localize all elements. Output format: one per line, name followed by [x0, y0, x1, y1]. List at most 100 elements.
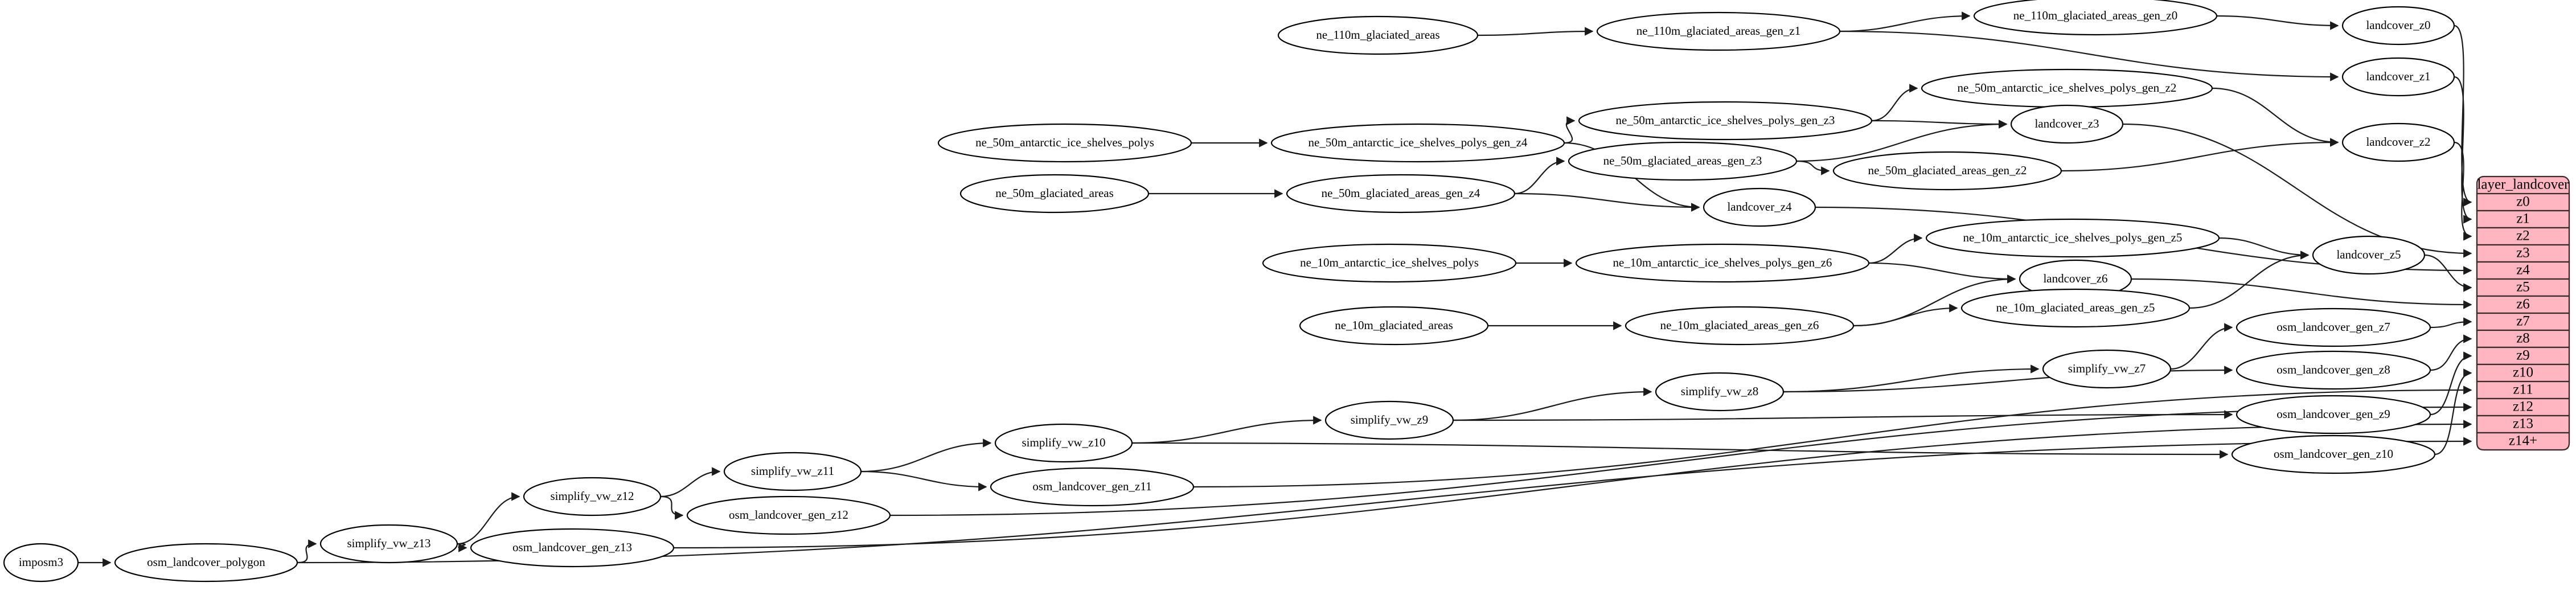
node-shape: [2231, 434, 2436, 474]
edge-simplify_vw_z11--osm_landcover_gen_z11: [860, 470, 987, 491]
node-ne_10m_glaciated_areas_gen_z6[interactable]: ne_10m_glaciated_areas_gen_z6: [1625, 306, 1855, 346]
node-label: ne_50m_antarctic_ice_shelves_polys_gen_z…: [1308, 136, 1528, 149]
node-landcover_z6[interactable]: landcover_z6: [2019, 259, 2132, 299]
node-simplify_vw_z7[interactable]: simplify_vw_z7: [2042, 349, 2172, 389]
node-osm_landcover_polygon[interactable]: osm_landcover_polygon: [114, 543, 298, 583]
node-shape: [2341, 122, 2455, 162]
node-shape: [959, 174, 1150, 214]
edge-osm_landcover_gen_z12--layer_landcover:z12: [889, 403, 2472, 516]
node-ne_110m_glaciated_areas_gen_z0[interactable]: ne_110m_glaciated_areas_gen_z0: [1973, 0, 2218, 36]
node-ne_50m_antarctic_ice_shelves_polys_gen_z4[interactable]: ne_50m_antarctic_ice_shelves_polys_gen_z…: [1270, 123, 1565, 163]
node-landcover_z4[interactable]: landcover_z4: [1703, 187, 1816, 227]
node-osm_landcover_gen_z11[interactable]: osm_landcover_gen_z11: [990, 467, 1195, 507]
node-label: ne_50m_glaciated_areas_gen_z3: [1603, 154, 1762, 167]
node-osm_landcover_gen_z13[interactable]: osm_landcover_gen_z13: [470, 528, 675, 568]
node-landcover_z1[interactable]: landcover_z1: [2341, 57, 2455, 97]
node-label: osm_landcover_gen_z7: [2276, 320, 2390, 334]
edge-osm_landcover_polygon--layer_landcover:z14+: [297, 437, 2472, 564]
edge-ne_50m_antarctic_ice_shelves_polys_gen_z3--landcover_z3: [1871, 120, 2008, 129]
node-osm_landcover_gen_z10[interactable]: osm_landcover_gen_z10: [2231, 434, 2436, 474]
edge-ne_50m_glaciated_areas_gen_z3--landcover_z3: [1796, 120, 2008, 162]
table-row-label-z6: z6: [2516, 297, 2530, 312]
node-ne_50m_antarctic_ice_shelves_polys_gen_z3[interactable]: ne_50m_antarctic_ice_shelves_polys_gen_z…: [1578, 101, 1873, 141]
table-row-label-z12: z12: [2513, 399, 2533, 415]
edge-layer: [78, 11, 2472, 567]
node-shape: [1832, 151, 2062, 191]
node-label: ne_50m_antarctic_ice_shelves_polys_gen_z…: [1616, 113, 1835, 127]
edge-osm_landcover_polygon--simplify_vw_z13: [297, 539, 317, 564]
node-ne_50m_glaciated_areas[interactable]: ne_50m_glaciated_areas: [959, 174, 1150, 214]
node-simplify_vw_z9[interactable]: simplify_vw_z9: [1324, 400, 1454, 440]
edge-ne_10m_glaciated_areas_gen_z6--landcover_z6: [1853, 274, 2016, 327]
node-landcover_z5[interactable]: landcover_z5: [2312, 235, 2426, 275]
node-label: ne_10m_antarctic_ice_shelves_polys: [1300, 256, 1479, 269]
node-osm_landcover_gen_z7[interactable]: osm_landcover_gen_z7: [2235, 307, 2431, 347]
node-label: osm_landcover_gen_z13: [512, 540, 632, 554]
node-osm_landcover_gen_z8[interactable]: osm_landcover_gen_z8: [2235, 350, 2431, 390]
edge-ne_10m_antarctic_ice_shelves_polys_gen_z5--landcover_z5: [2218, 237, 2310, 260]
node-ne_10m_antarctic_ice_shelves_polys_gen_z5[interactable]: ne_10m_antarctic_ice_shelves_polys_gen_z…: [1925, 218, 2220, 258]
node-landcover_z3[interactable]: landcover_z3: [2010, 104, 2124, 144]
edge-osm_landcover_gen_z13--layer_landcover:z13: [673, 420, 2472, 549]
table-row-label-z11: z11: [2513, 382, 2533, 397]
table-row-z14+[interactable]: [2476, 432, 2570, 451]
node-shape: [470, 528, 675, 568]
edge-ne_10m_glaciated_areas_gen_z6--ne_10m_glaciated_areas_gen_z5: [1853, 304, 1958, 327]
node-shape: [1262, 243, 1517, 283]
edge-simplify_vw_z13--osm_landcover_gen_z13: [457, 543, 467, 552]
edge-osm_landcover_gen_z9--layer_landcover:z9: [2430, 351, 2472, 416]
node-ne_10m_antarctic_ice_shelves_polys_gen_z6[interactable]: ne_10m_antarctic_ice_shelves_polys_gen_z…: [1575, 243, 1870, 283]
node-label: ne_50m_antarctic_ice_shelves_polys: [975, 136, 1154, 149]
node-shape: [1596, 11, 1841, 51]
table-row-label-z14+: z14+: [2509, 433, 2537, 449]
table-title: layer_landcover: [2477, 177, 2569, 192]
node-shape: [2042, 349, 2172, 389]
node-shape: [686, 495, 891, 535]
node-ne_50m_glaciated_areas_gen_z2[interactable]: ne_50m_glaciated_areas_gen_z2: [1832, 151, 2062, 191]
node-label: osm_landcover_gen_z10: [2274, 447, 2393, 461]
edge-simplify_vw_z12--osm_landcover_gen_z12: [660, 495, 684, 520]
node-ne_50m_glaciated_areas_gen_z3[interactable]: ne_50m_glaciated_areas_gen_z3: [1568, 141, 1798, 181]
node-ne_10m_glaciated_areas_gen_z5[interactable]: ne_10m_glaciated_areas_gen_z5: [1960, 288, 2191, 328]
node-shape: [1960, 288, 2191, 328]
node-shape: [1703, 187, 1816, 227]
node-shape: [937, 123, 1192, 163]
edge-osm_landcover_gen_z11--layer_landcover:z11: [1193, 386, 2472, 488]
node-ne_50m_antarctic_ice_shelves_polys_gen_z2[interactable]: ne_50m_antarctic_ice_shelves_polys_gen_z…: [1921, 68, 2213, 108]
node-simplify_vw_z10[interactable]: simplify_vw_z10: [994, 423, 1133, 463]
node-label: ne_50m_glaciated_areas_gen_z2: [1868, 163, 2027, 177]
node-simplify_vw_z8[interactable]: simplify_vw_z8: [1655, 372, 1785, 412]
table-row-label-z0: z0: [2516, 194, 2530, 210]
node-ne_10m_glaciated_areas[interactable]: ne_10m_glaciated_areas: [1299, 306, 1489, 346]
node-ne_50m_glaciated_areas_gen_z4[interactable]: ne_50m_glaciated_areas_gen_z4: [1286, 174, 1516, 214]
node-landcover_z2[interactable]: landcover_z2: [2341, 122, 2455, 162]
node-shape: [319, 524, 458, 564]
node-shape: [2341, 6, 2455, 46]
node-shape: [1299, 306, 1489, 346]
node-shape: [1575, 243, 1870, 283]
node-shape: [1578, 101, 1873, 141]
node-shape: [2010, 104, 2124, 144]
node-osm_landcover_gen_z12[interactable]: osm_landcover_gen_z12: [686, 495, 891, 535]
edge-osm_landcover_gen_z8--layer_landcover:z8: [2430, 334, 2472, 371]
node-landcover_z0[interactable]: landcover_z0: [2341, 6, 2455, 46]
node-simplify_vw_z11[interactable]: simplify_vw_z11: [723, 452, 862, 491]
node-ne_110m_glaciated_areas_gen_z1[interactable]: ne_110m_glaciated_areas_gen_z1: [1596, 11, 1841, 51]
node-simplify_vw_z13[interactable]: simplify_vw_z13: [319, 524, 458, 564]
node-ne_10m_antarctic_ice_shelves_polys[interactable]: ne_10m_antarctic_ice_shelves_polys: [1262, 243, 1517, 283]
edge-ne_50m_glaciated_areas_gen_z4--landcover_z4: [1514, 192, 1700, 212]
edge-ne_50m_antarctic_ice_shelves_polys_gen_z2--landcover_z2: [2212, 87, 2339, 147]
node-label: simplify_vw_z11: [751, 464, 834, 478]
node-imposm3[interactable]: imposm3: [3, 543, 79, 583]
node-label: ne_10m_glaciated_areas_gen_z5: [1996, 301, 2155, 314]
node-ne_50m_antarctic_ice_shelves_polys[interactable]: ne_50m_antarctic_ice_shelves_polys: [937, 123, 1192, 163]
table-row-label-z13: z13: [2513, 416, 2533, 432]
node-osm_landcover_gen_z9[interactable]: osm_landcover_gen_z9: [2235, 395, 2431, 434]
edge-ne_110m_glaciated_areas_gen_z1--ne_110m_glaciated_areas_gen_z0: [1839, 11, 1971, 32]
node-ne_110m_glaciated_areas[interactable]: ne_110m_glaciated_areas: [1277, 15, 1479, 55]
node-label: ne_50m_glaciated_areas: [995, 186, 1114, 200]
node-simplify_vw_z12[interactable]: simplify_vw_z12: [523, 477, 662, 516]
edge-ne_110m_glaciated_areas_gen_z0--landcover_z0: [2216, 15, 2339, 30]
node-label: osm_landcover_gen_z11: [1032, 479, 1151, 493]
